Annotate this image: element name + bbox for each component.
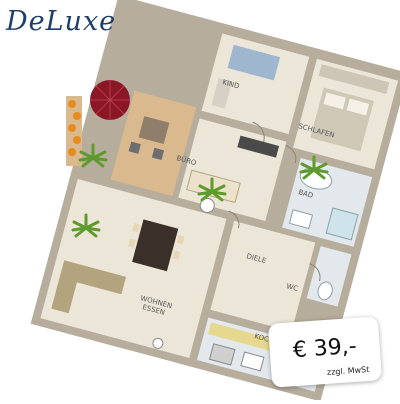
floor-diele (210, 220, 316, 332)
flower (68, 100, 76, 108)
plant-wohnen (71, 213, 101, 238)
stove (208, 343, 236, 366)
terrace-chair (151, 147, 165, 161)
dining-chair (132, 223, 141, 233)
room-label-bad: BAD (297, 188, 314, 200)
flower (68, 148, 76, 156)
flower (73, 136, 81, 144)
price-badge: € 39,- zzgl. MwSt (267, 316, 383, 388)
shower (325, 207, 359, 241)
sink (288, 209, 314, 230)
office-table (199, 197, 215, 213)
terrace-table (138, 116, 170, 145)
room-label-wc: WC (285, 282, 299, 293)
toilet (317, 281, 333, 301)
door-swing (252, 121, 265, 142)
dining-table (132, 219, 179, 272)
door-swing (309, 263, 321, 282)
desk (237, 135, 280, 158)
wardrobe (318, 64, 390, 94)
dining-chair (172, 250, 181, 260)
dining-chair (128, 238, 136, 248)
price-amount: € 39,- (291, 333, 358, 364)
corner-sofa (51, 260, 127, 314)
child-desk (211, 78, 233, 109)
plant-buero (197, 177, 227, 202)
door-swing (285, 145, 297, 163)
terrace (110, 90, 197, 197)
flower (73, 112, 81, 120)
pillow (346, 98, 370, 116)
plant-terrace (78, 143, 108, 168)
door-swing (228, 210, 240, 229)
flower-box (66, 96, 82, 166)
dining-chair (176, 235, 185, 245)
umbrella-ribs (90, 80, 130, 120)
price-note: zzgl. MwSt (326, 364, 370, 377)
floor-kind (201, 33, 310, 135)
brand-logo: DeLuxe (6, 6, 117, 37)
side-table (152, 337, 164, 349)
pillow (323, 92, 346, 110)
terrace-chair (128, 141, 141, 154)
flower (68, 124, 76, 132)
plant-bad (299, 155, 329, 180)
kitchen-sink (240, 351, 265, 372)
